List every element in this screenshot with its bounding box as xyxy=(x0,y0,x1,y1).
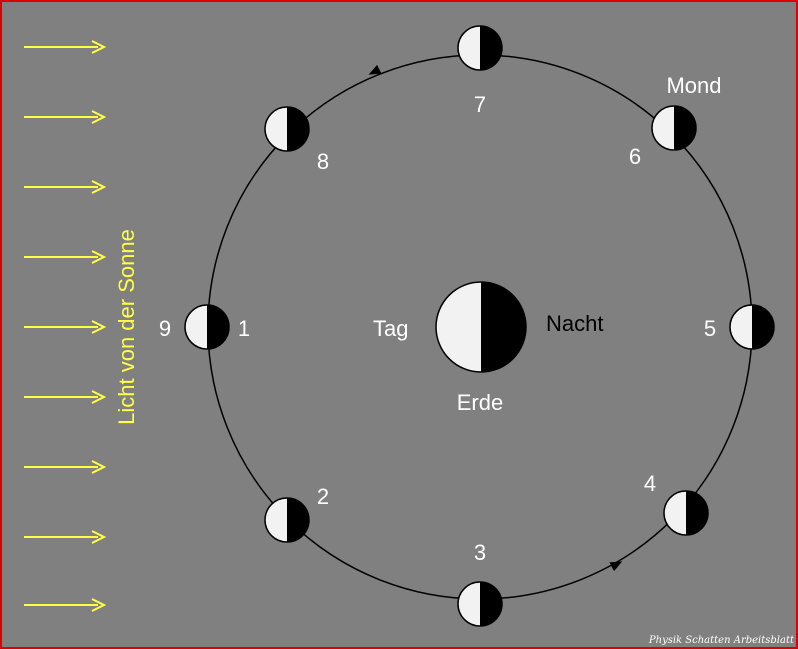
sunlight-arrow-icon xyxy=(24,460,107,474)
position-number-6: 6 xyxy=(629,144,641,169)
earth-night-label: Nacht xyxy=(546,311,603,336)
sunlight-arrow-icon xyxy=(24,110,107,124)
moon-icon xyxy=(729,304,775,350)
moon-icon xyxy=(457,581,503,627)
sunlight-arrow-icon xyxy=(24,320,107,334)
moon-icon xyxy=(184,304,230,350)
position-number-2: 2 xyxy=(317,484,329,509)
orbit-direction-arrow-icon xyxy=(609,561,623,572)
sunlight-label: Licht von der Sonne xyxy=(114,229,139,425)
position-number-3: 3 xyxy=(474,540,486,565)
sunlight-arrow-icon xyxy=(24,390,107,404)
sunlight-arrow-icon xyxy=(24,250,107,264)
position-number-7: 7 xyxy=(474,92,486,117)
watermark: Physik Schatten Arbeitsblatt xyxy=(648,635,795,646)
earth-day-label: Tag xyxy=(373,316,408,341)
position-number-9: 9 xyxy=(159,316,171,341)
sunlight-arrow-icon xyxy=(24,40,107,54)
moon-label: Mond xyxy=(666,73,721,98)
sunlight-arrow-icon xyxy=(24,598,107,612)
position-number-1: 1 xyxy=(238,316,250,341)
position-number-5: 5 xyxy=(704,316,716,341)
sunlight-arrows xyxy=(24,40,107,612)
moon-icon xyxy=(264,497,310,543)
moon-icon xyxy=(457,25,503,71)
moon-icon xyxy=(264,106,310,152)
moon-icon xyxy=(663,490,709,536)
sunlight-arrow-icon xyxy=(24,530,107,544)
position-number-4: 4 xyxy=(644,471,656,496)
moon-icon xyxy=(651,105,697,151)
position-number-8: 8 xyxy=(317,149,329,174)
earth-icon xyxy=(435,281,527,373)
earth-name-label: Erde xyxy=(457,390,503,415)
sunlight-arrow-icon xyxy=(24,180,107,194)
